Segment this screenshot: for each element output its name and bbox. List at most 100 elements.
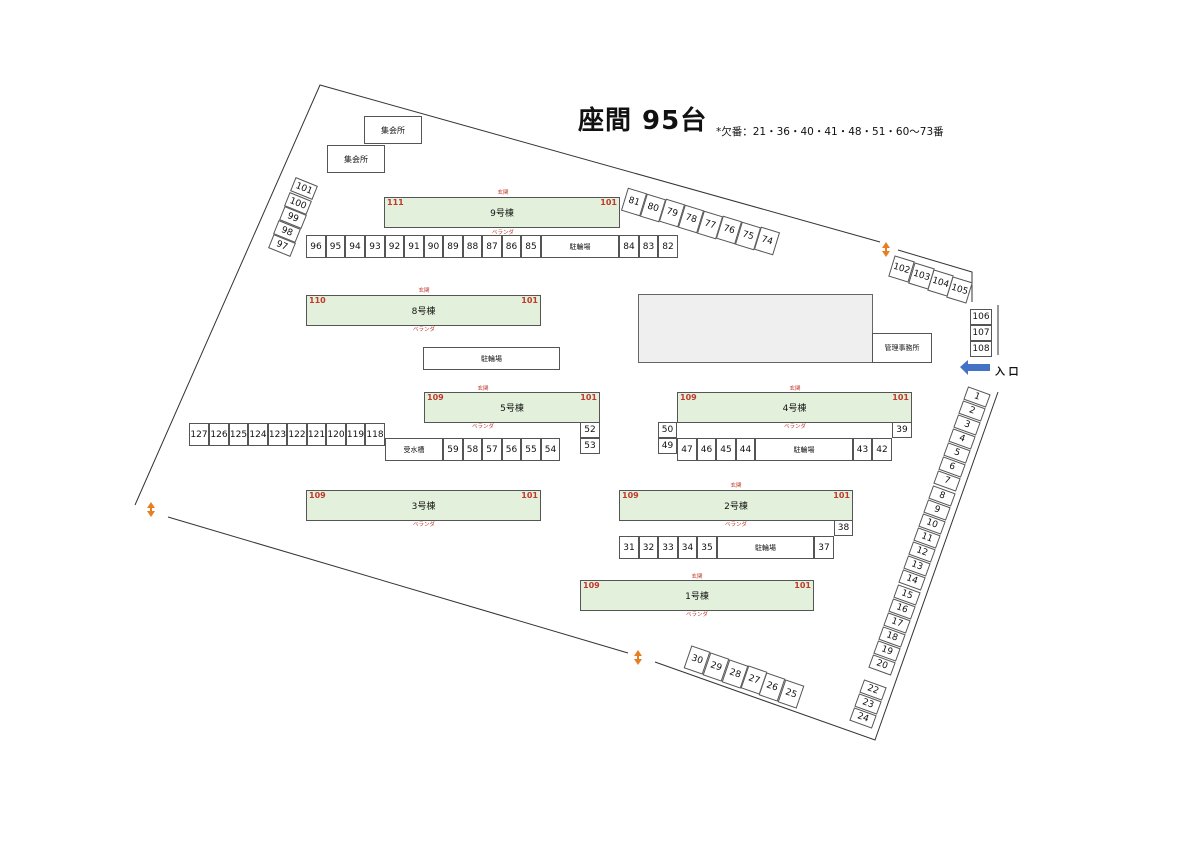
building-3: 109 101 3号棟 xyxy=(306,490,541,521)
b8-veranda-label: ベランダ xyxy=(412,327,436,333)
bicycle-parking-1: 駐輪場 xyxy=(541,235,619,258)
space-57[interactable]: 57 xyxy=(482,438,502,461)
b5-entrance-label: 玄関 xyxy=(477,386,489,392)
space-85[interactable]: 85 xyxy=(521,235,541,258)
space-121[interactable]: 121 xyxy=(307,423,326,446)
space-88[interactable]: 88 xyxy=(463,235,482,258)
space-83[interactable]: 83 xyxy=(639,235,658,258)
space-31[interactable]: 31 xyxy=(619,536,639,559)
space-93[interactable]: 93 xyxy=(365,235,385,258)
space-96[interactable]: 96 xyxy=(306,235,326,258)
b5-veranda-label: ベランダ xyxy=(471,424,495,430)
space-32[interactable]: 32 xyxy=(639,536,658,559)
b2-room-right: 101 xyxy=(833,491,850,500)
space-35[interactable]: 35 xyxy=(697,536,717,559)
space-127[interactable]: 127 xyxy=(189,423,209,446)
space-43[interactable]: 43 xyxy=(853,438,872,461)
space-107[interactable]: 107 xyxy=(970,325,992,341)
space-47[interactable]: 47 xyxy=(677,438,697,461)
b2-room-left: 109 xyxy=(622,491,639,500)
space-122[interactable]: 122 xyxy=(287,423,307,446)
boundary-south xyxy=(167,516,629,654)
b8-room-left: 110 xyxy=(309,296,326,305)
b4-name: 4号棟 xyxy=(782,404,807,414)
space-37[interactable]: 37 xyxy=(814,536,834,559)
space-44[interactable]: 44 xyxy=(736,438,755,461)
space-53[interactable]: 53 xyxy=(580,438,600,454)
space-52[interactable]: 52 xyxy=(580,422,600,438)
b9-veranda-label: ベランダ xyxy=(491,230,515,236)
space-38[interactable]: 38 xyxy=(834,520,853,536)
b2-name: 2号棟 xyxy=(724,502,748,512)
space-86[interactable]: 86 xyxy=(502,235,521,258)
space-90[interactable]: 90 xyxy=(424,235,443,258)
space-33[interactable]: 33 xyxy=(658,536,678,559)
building-5: 109 101 5号棟 xyxy=(424,392,600,423)
missing-numbers-note: *欠番：21・36・40・41・48・51・60〜73番 xyxy=(716,126,944,138)
space-120[interactable]: 120 xyxy=(326,423,346,446)
b5-name: 5号棟 xyxy=(500,404,524,414)
boundary-north-west xyxy=(134,84,881,506)
building-9: 111 101 9号棟 xyxy=(384,197,620,228)
b1-room-right: 101 xyxy=(794,581,811,590)
space-82[interactable]: 82 xyxy=(658,235,678,258)
space-94[interactable]: 94 xyxy=(345,235,365,258)
water-tank: 受水槽 xyxy=(385,438,443,461)
space-91[interactable]: 91 xyxy=(404,235,424,258)
space-50[interactable]: 50 xyxy=(658,422,677,438)
b5-room-right: 101 xyxy=(580,393,597,402)
b8-entrance-label: 玄関 xyxy=(418,288,430,294)
building-2: 109 101 2号棟 xyxy=(619,490,853,521)
b8-name: 8号棟 xyxy=(411,307,436,317)
space-123[interactable]: 123 xyxy=(268,423,287,446)
space-34[interactable]: 34 xyxy=(678,536,697,559)
space-39[interactable]: 39 xyxy=(892,422,912,438)
space-55[interactable]: 55 xyxy=(521,438,541,461)
space-119[interactable]: 119 xyxy=(346,423,365,446)
entrance-label: 入 口 xyxy=(995,367,1019,378)
space-42[interactable]: 42 xyxy=(872,438,892,461)
management-office: 管理事務所 xyxy=(872,333,932,363)
b9-room-left: 111 xyxy=(387,198,404,207)
boundary-east xyxy=(654,391,999,741)
b3-room-left: 109 xyxy=(309,491,326,500)
b9-name: 9号棟 xyxy=(490,209,514,219)
page-title: 座間 95台 xyxy=(578,106,708,136)
space-108[interactable]: 108 xyxy=(970,341,992,357)
space-106[interactable]: 106 xyxy=(970,309,992,325)
space-124[interactable]: 124 xyxy=(248,423,268,446)
b5-room-left: 109 xyxy=(427,393,444,402)
b1-veranda-label: ベランダ xyxy=(685,612,709,618)
building-4: 109 101 4号棟 xyxy=(677,392,912,423)
space-56[interactable]: 56 xyxy=(502,438,521,461)
space-118[interactable]: 118 xyxy=(365,423,385,446)
b1-name: 1号棟 xyxy=(685,592,709,602)
space-59[interactable]: 59 xyxy=(443,438,463,461)
assembly-hall-2: 集会所 xyxy=(327,145,385,173)
b3-veranda-label: ベランダ xyxy=(412,522,436,528)
space-92[interactable]: 92 xyxy=(385,235,404,258)
space-45[interactable]: 45 xyxy=(716,438,736,461)
space-58[interactable]: 58 xyxy=(463,438,482,461)
space-95[interactable]: 95 xyxy=(326,235,345,258)
b1-entrance-label: 玄関 xyxy=(691,574,703,580)
b4-entrance-label: 玄関 xyxy=(789,386,801,392)
space-126[interactable]: 126 xyxy=(209,423,229,446)
b4-veranda-label: ベランダ xyxy=(783,424,807,430)
space-125[interactable]: 125 xyxy=(229,423,248,446)
b1-room-left: 109 xyxy=(583,581,600,590)
b9-entrance-label: 玄関 xyxy=(497,190,509,196)
building-1: 109 101 1号棟 xyxy=(580,580,814,611)
space-89[interactable]: 89 xyxy=(443,235,463,258)
b8-room-right: 101 xyxy=(521,296,538,305)
b4-room-right: 101 xyxy=(892,393,909,402)
space-87[interactable]: 87 xyxy=(482,235,502,258)
space-84[interactable]: 84 xyxy=(619,235,639,258)
bicycle-parking-3: 駐輪場 xyxy=(755,438,853,461)
b2-veranda-label: ベランダ xyxy=(724,522,748,528)
space-46[interactable]: 46 xyxy=(697,438,716,461)
boundary-east-top xyxy=(897,249,973,302)
space-49[interactable]: 49 xyxy=(658,438,677,454)
space-54[interactable]: 54 xyxy=(541,438,560,461)
